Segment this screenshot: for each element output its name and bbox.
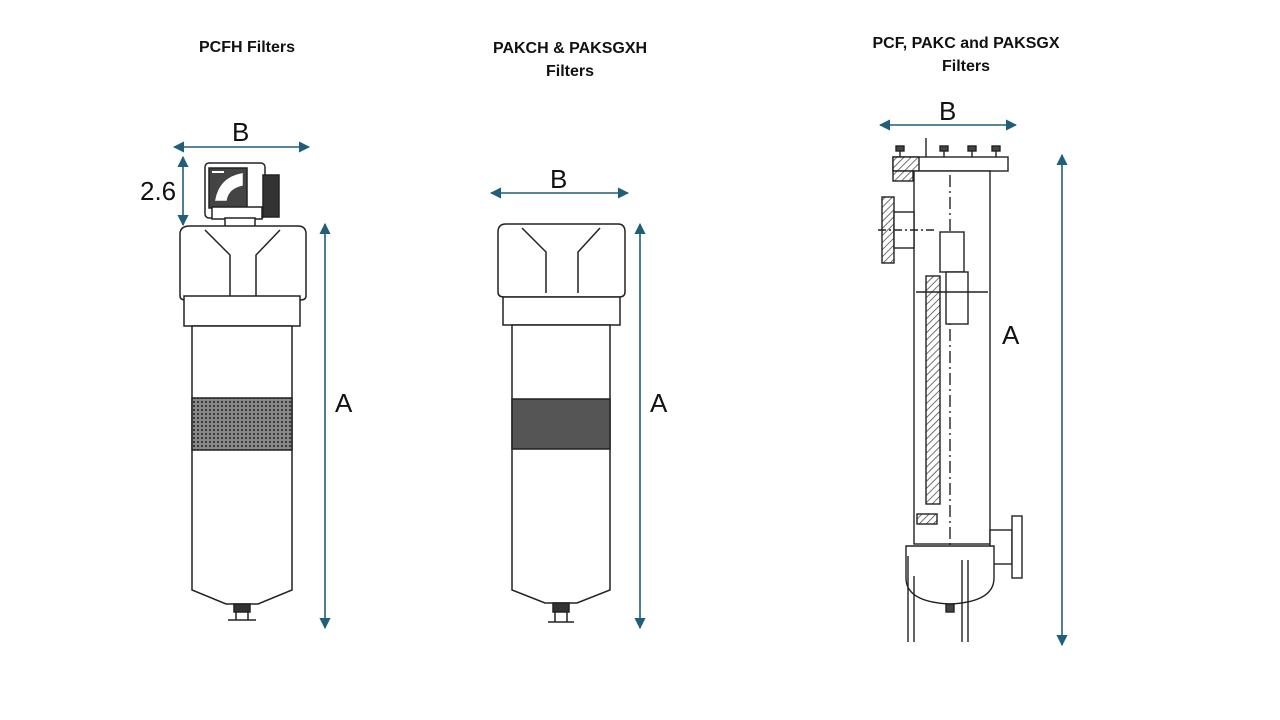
pcf-bolt-4	[991, 145, 1001, 152]
pakch-drain	[552, 602, 570, 613]
pakch-body	[511, 324, 611, 604]
pcfh-cap	[179, 225, 307, 301]
pcfh-dimensions	[172, 141, 331, 630]
pcf-dim-b-label: B	[939, 96, 957, 126]
pcf-dimensions	[878, 119, 1068, 647]
pcf-bolts	[899, 150, 997, 157]
pcfh-indicator-side	[262, 174, 280, 218]
pcf-title-text: PCF, PAKC and PAKSGX Filters	[872, 35, 1060, 75]
pakch-cap-facets	[521, 227, 601, 293]
pcfh-cap-collar	[183, 295, 301, 327]
pcfh-body	[191, 325, 293, 605]
pakch-title: PAKCH & PAKSGXH Filters	[440, 37, 700, 83]
pcf-bolt-2	[939, 145, 949, 152]
pcf-top-flange-section	[892, 156, 920, 172]
pcf-bolt-3	[967, 145, 977, 152]
pcfh-head-base	[211, 206, 263, 220]
pcf-dim-a-label: A	[1002, 320, 1020, 350]
pcf-bolt-1	[895, 145, 905, 152]
pcfh-dim-b-label: B	[232, 117, 250, 147]
pcf-base-plate	[916, 513, 938, 525]
pcf-top-ring	[892, 170, 914, 182]
pcfh-dim-head-label: 2.6	[140, 176, 177, 206]
pakch-cap-collar	[502, 296, 621, 326]
pcfh-drain-valve	[228, 612, 256, 621]
pcfh-drain	[233, 603, 251, 613]
pakch-dim-a-label: A	[650, 388, 668, 418]
pcfh-mesh-band	[191, 397, 293, 451]
pcf-filter-element	[925, 275, 941, 505]
pakch-dimensions	[489, 187, 646, 630]
pcf-outlet-flange	[1011, 515, 1023, 579]
pakch-filter-drawing	[497, 223, 626, 623]
pcfh-gauge-arc	[215, 173, 243, 201]
pakch-cap	[497, 223, 626, 298]
pcf-bottom-head	[905, 545, 995, 605]
pcf-filter-drawing	[878, 138, 1023, 642]
pakch-dim-b-label: B	[550, 164, 568, 194]
pakch-band	[511, 398, 611, 450]
pcfh-dim-a-label: A	[335, 388, 353, 418]
pcf-inner-tube-top	[939, 231, 965, 273]
pakch-drain-valve	[548, 612, 574, 623]
pcf-support	[945, 271, 969, 325]
pcf-legs	[907, 556, 969, 642]
pcf-title: PCF, PAKC and PAKSGX Filters	[836, 32, 1096, 78]
pcfh-cap-facets	[204, 229, 281, 296]
pcfh-title: PCFH Filters	[198, 39, 295, 56]
pcfh-filter-drawing	[179, 162, 307, 621]
pcf-drain	[945, 603, 955, 613]
pakch-title-text: PAKCH & PAKSGXH Filters	[492, 40, 648, 80]
